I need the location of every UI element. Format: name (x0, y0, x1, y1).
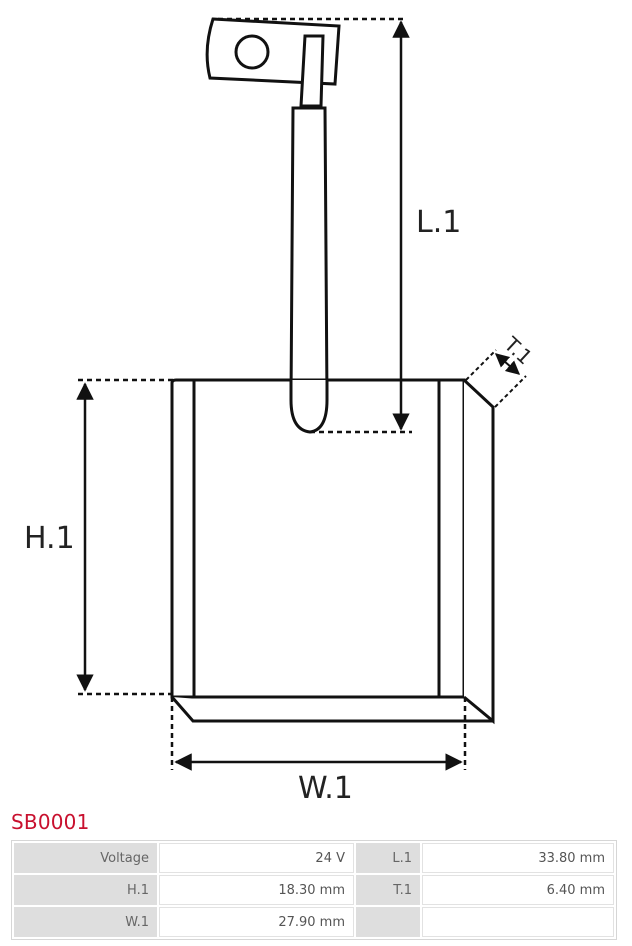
dimension-w1 (170, 697, 467, 771)
label-w1: W.1 (298, 771, 353, 806)
carbon-brush-diagram: L.1 H.1 W.1 T.1 (24, 17, 537, 806)
spec-value (422, 907, 614, 937)
part-code: SB0001 (11, 810, 90, 834)
spec-table: Voltage 24 V L.1 33.80 mm H.1 18.30 mm T… (11, 840, 617, 940)
spec-value: 6.40 mm (422, 875, 614, 905)
table-row: Voltage 24 V L.1 33.80 mm (14, 843, 614, 873)
spec-value: 33.80 mm (422, 843, 614, 873)
terminal-lug (205, 17, 341, 108)
spec-label: W.1 (14, 907, 157, 937)
spec-value: 27.90 mm (159, 907, 354, 937)
dimension-l1 (218, 17, 412, 434)
dimension-h1 (76, 378, 210, 696)
label-h1: H.1 (24, 521, 75, 556)
spec-value: 24 V (159, 843, 354, 873)
spec-label: T.1 (356, 875, 420, 905)
label-l1: L.1 (416, 205, 461, 240)
spec-label (356, 907, 420, 937)
spec-value: 18.30 mm (159, 875, 354, 905)
dimension-t1 (465, 349, 527, 408)
label-t1: T.1 (499, 331, 537, 369)
spec-label: L.1 (356, 843, 420, 873)
table-row: H.1 18.30 mm T.1 6.40 mm (14, 875, 614, 905)
spec-label: Voltage (14, 843, 157, 873)
table-row: W.1 27.90 mm (14, 907, 614, 937)
spec-label: H.1 (14, 875, 157, 905)
brush-body (170, 378, 495, 725)
